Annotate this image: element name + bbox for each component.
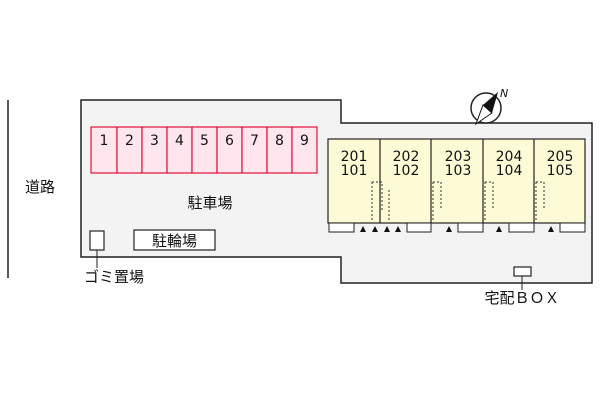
parking-space-number: 3 [150, 133, 159, 149]
unit-porches [328, 222, 586, 233]
parking-spaces: 1 2 3 4 5 6 7 8 9 [90, 126, 318, 174]
parking-space [90, 126, 118, 174]
entrance-marker [496, 226, 502, 232]
unit-upper-number: 201 [341, 149, 368, 165]
porch-box [559, 222, 586, 233]
apartment-building: 201 101 202 102 203 103 204 104 205 105 [327, 138, 586, 233]
parking-space [141, 126, 168, 174]
entrance-marker [360, 226, 366, 232]
parking-space-number: 8 [275, 133, 284, 149]
bicycle-parking-label: 駐輪場 [152, 232, 197, 250]
porch-box [328, 222, 355, 233]
building-outline [327, 138, 586, 224]
entrance-marker [548, 226, 554, 232]
entrance-marker [395, 226, 401, 232]
parking-space-number: 7 [250, 133, 259, 149]
parking-space-number: 9 [300, 133, 309, 149]
porch-box [406, 222, 432, 233]
compass-needle-south [474, 104, 493, 126]
delivery-box [513, 266, 532, 277]
unit-lower-number: 103 [445, 163, 472, 179]
parking-space-number: 4 [175, 133, 184, 149]
porch-box [508, 222, 535, 233]
parking-label: 駐車場 [187, 194, 232, 212]
unit-lower-number: 101 [341, 163, 368, 179]
parking-space-number: 2 [125, 133, 134, 149]
garbage-area [89, 230, 105, 251]
parking-space-number: 1 [100, 133, 109, 149]
entrance-marker [372, 226, 378, 232]
road-label: 道路 [25, 178, 55, 196]
stair-dotted-lines [371, 181, 545, 222]
bicycle-parking [133, 229, 216, 251]
unit-lower-number: 105 [547, 163, 574, 179]
entrance-marker [446, 226, 452, 232]
entrance-marker [384, 226, 390, 232]
delivery-box-label: 宅配ＢＯＸ [484, 289, 559, 307]
garbage-label: ゴミ置場 [84, 268, 144, 286]
parking-space [241, 126, 268, 174]
porch-box [457, 222, 484, 233]
unit-lower-number: 102 [393, 163, 420, 179]
unit-upper-number: 204 [496, 149, 523, 165]
compass: N [470, 87, 508, 126]
unit-upper-number: 203 [445, 149, 472, 165]
parking-space-number: 6 [225, 133, 234, 149]
entrance-markers [360, 226, 554, 232]
unit-upper-number: 202 [393, 149, 420, 165]
unit-upper-number: 205 [547, 149, 574, 165]
compass-north-letter: N [500, 87, 508, 100]
unit-lower-number: 104 [496, 163, 523, 179]
parking-space [291, 126, 318, 174]
parking-space [116, 126, 143, 174]
parking-space-number: 5 [200, 133, 209, 149]
parking-space [266, 126, 293, 174]
